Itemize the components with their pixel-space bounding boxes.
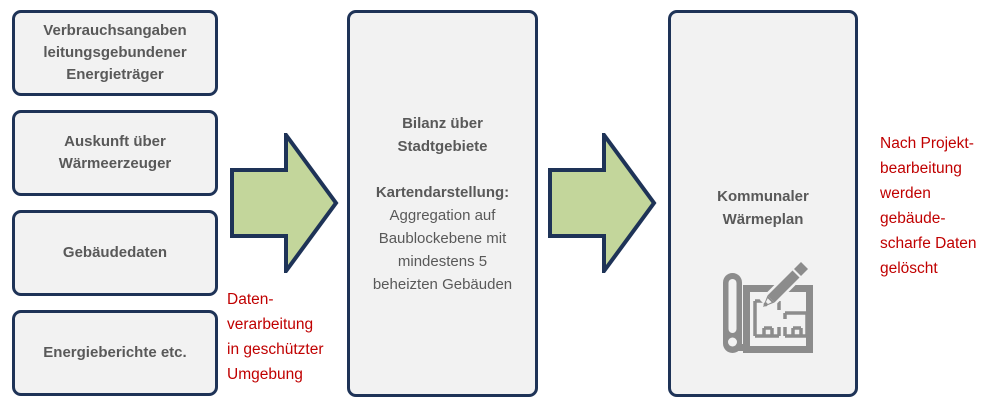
process-box-title: Bilanz über Stadtgebiete	[397, 114, 488, 155]
input-box-label: Auskunft über Wärmeerzeuger	[58, 133, 172, 172]
blueprint-pencil-icon	[723, 261, 813, 353]
output-box-waermeplan: Kommunaler Wärmeplan	[668, 10, 858, 397]
flow-arrow-right-icon	[548, 133, 657, 273]
input-box-verbrauchsangaben: Verbrauchsangaben leitungsgebundener Ene…	[12, 10, 218, 96]
input-box-gebaeudedaten: Gebäudedaten	[12, 210, 218, 296]
input-box-label: Gebäudedaten	[62, 244, 168, 261]
output-box-title: Kommunaler Wärmeplan	[717, 188, 809, 228]
input-box-energieberichte: Energieberichte etc.	[12, 310, 218, 396]
input-box-label: Verbrauchsangaben leitungsgebundener Ene…	[43, 22, 187, 83]
pencil	[759, 261, 809, 311]
flow-arrow-right-icon	[230, 133, 339, 273]
input-box-waermeerzeuger: Auskunft über Wärmeerzeuger	[12, 110, 218, 196]
process-box-map-heading: Kartendarstellung:	[375, 183, 510, 201]
process-box-bilanz: Bilanz über Stadtgebiete Kartendarstellu…	[347, 10, 538, 397]
input-box-label: Energieberichte etc.	[43, 344, 187, 361]
process-box-map-description: Aggregation auf Baublockebene mit mindes…	[372, 206, 513, 293]
scroll-edge	[723, 273, 747, 353]
annotation-data-deletion: Nach Projekt- bearbeitung werden gebäude…	[880, 135, 977, 277]
annotation-protected-processing: Daten- verarbeitung in geschützter Umgeb…	[227, 291, 324, 383]
